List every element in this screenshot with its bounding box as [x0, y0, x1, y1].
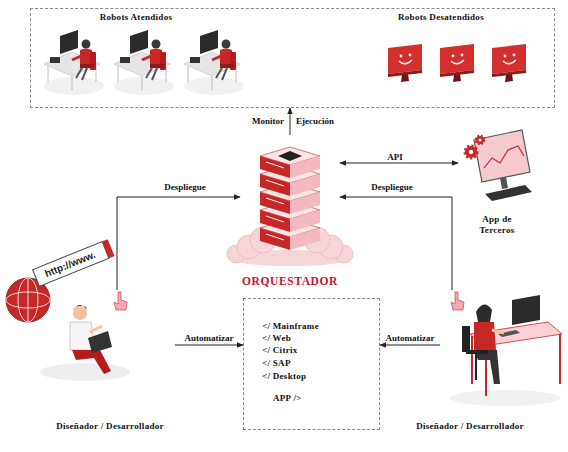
deploy-arrow	[340, 197, 452, 290]
gear-hole	[469, 150, 473, 154]
trousers	[72, 350, 111, 374]
edge-label: Automatizar	[386, 333, 435, 344]
attended-robot	[114, 30, 174, 95]
node-text: Diseñador / Desarrollador	[416, 421, 524, 432]
hair	[476, 304, 492, 322]
designer-node: Diseñador / Desarrollador	[45, 290, 175, 440]
unattended-robot	[492, 44, 526, 82]
edge-label: Despliegue	[371, 182, 413, 193]
robots-panel: Robots Atendidos Robots Desatendidos	[30, 8, 555, 108]
attended-robot	[184, 30, 244, 95]
node-text: </ SAP	[262, 358, 291, 369]
node-text: Robots Atendidos	[100, 12, 173, 23]
code-box: </ Mainframe</ Web</ Citrix </ SAP </ Desk…	[243, 298, 380, 430]
legs	[474, 350, 500, 384]
execution-label: Ejecución	[296, 116, 334, 127]
gear-hole	[479, 139, 482, 142]
globe-meridian	[18, 278, 38, 322]
orchestrator-node: ORQUESTADOR	[240, 135, 340, 290]
chair-back	[462, 326, 470, 352]
api-arrow	[340, 163, 458, 164]
monitor	[512, 295, 540, 325]
arm	[492, 330, 504, 333]
edge-label: Automatizar	[185, 333, 234, 344]
gear	[476, 136, 484, 144]
chair-seat	[466, 350, 488, 354]
desk-leg	[471, 336, 473, 384]
edge-label: API	[387, 152, 403, 163]
node-text: APP />	[273, 393, 302, 404]
laptop	[88, 331, 112, 353]
hand-pointer	[451, 292, 464, 310]
node-text: </ Web	[262, 333, 291, 344]
automate-arrow	[175, 345, 243, 346]
url-end	[102, 239, 114, 258]
automate-arrow	[380, 345, 440, 346]
url-text: http://www.	[43, 249, 97, 279]
url-field	[33, 242, 109, 287]
gear	[465, 146, 477, 158]
app-chart	[484, 146, 524, 168]
server-chip	[278, 151, 302, 161]
arm	[90, 326, 102, 332]
monitor-label: Monitor	[252, 116, 284, 127]
attended-robot	[44, 30, 104, 95]
globe-axis	[28, 278, 29, 322]
unattended-robot	[388, 44, 422, 82]
torso	[474, 322, 496, 350]
chair-post	[475, 354, 477, 380]
desk-leg	[559, 334, 561, 384]
head	[73, 306, 87, 320]
hand-pointer	[114, 292, 127, 310]
designer-node: Diseñador / Desarrollador	[440, 290, 540, 440]
url-bar	[33, 239, 115, 286]
keyboard	[485, 185, 532, 201]
node-text: </ Citrix	[262, 345, 298, 356]
node-text: </ Mainframe	[262, 321, 319, 332]
hair	[73, 305, 87, 310]
deploy-arrow	[117, 197, 240, 290]
node-text: </ Desktop	[262, 371, 306, 382]
server-slab	[260, 147, 320, 178]
app-stand	[500, 177, 508, 189]
app-node: App de Terceros	[458, 128, 536, 242]
monitor-arrow	[290, 108, 291, 135]
node-text: ORQUESTADOR	[242, 275, 338, 288]
node-text: App de Terceros	[469, 214, 525, 236]
node-text: Diseñador / Desarrollador	[56, 421, 164, 432]
edge-label: Despliegue	[164, 182, 206, 193]
unattended-robot	[440, 44, 474, 82]
app-screen	[474, 130, 530, 182]
node-text: Robots Desatendidos	[398, 12, 484, 23]
floor-shadow	[40, 363, 130, 381]
floor-shadow	[450, 390, 560, 406]
